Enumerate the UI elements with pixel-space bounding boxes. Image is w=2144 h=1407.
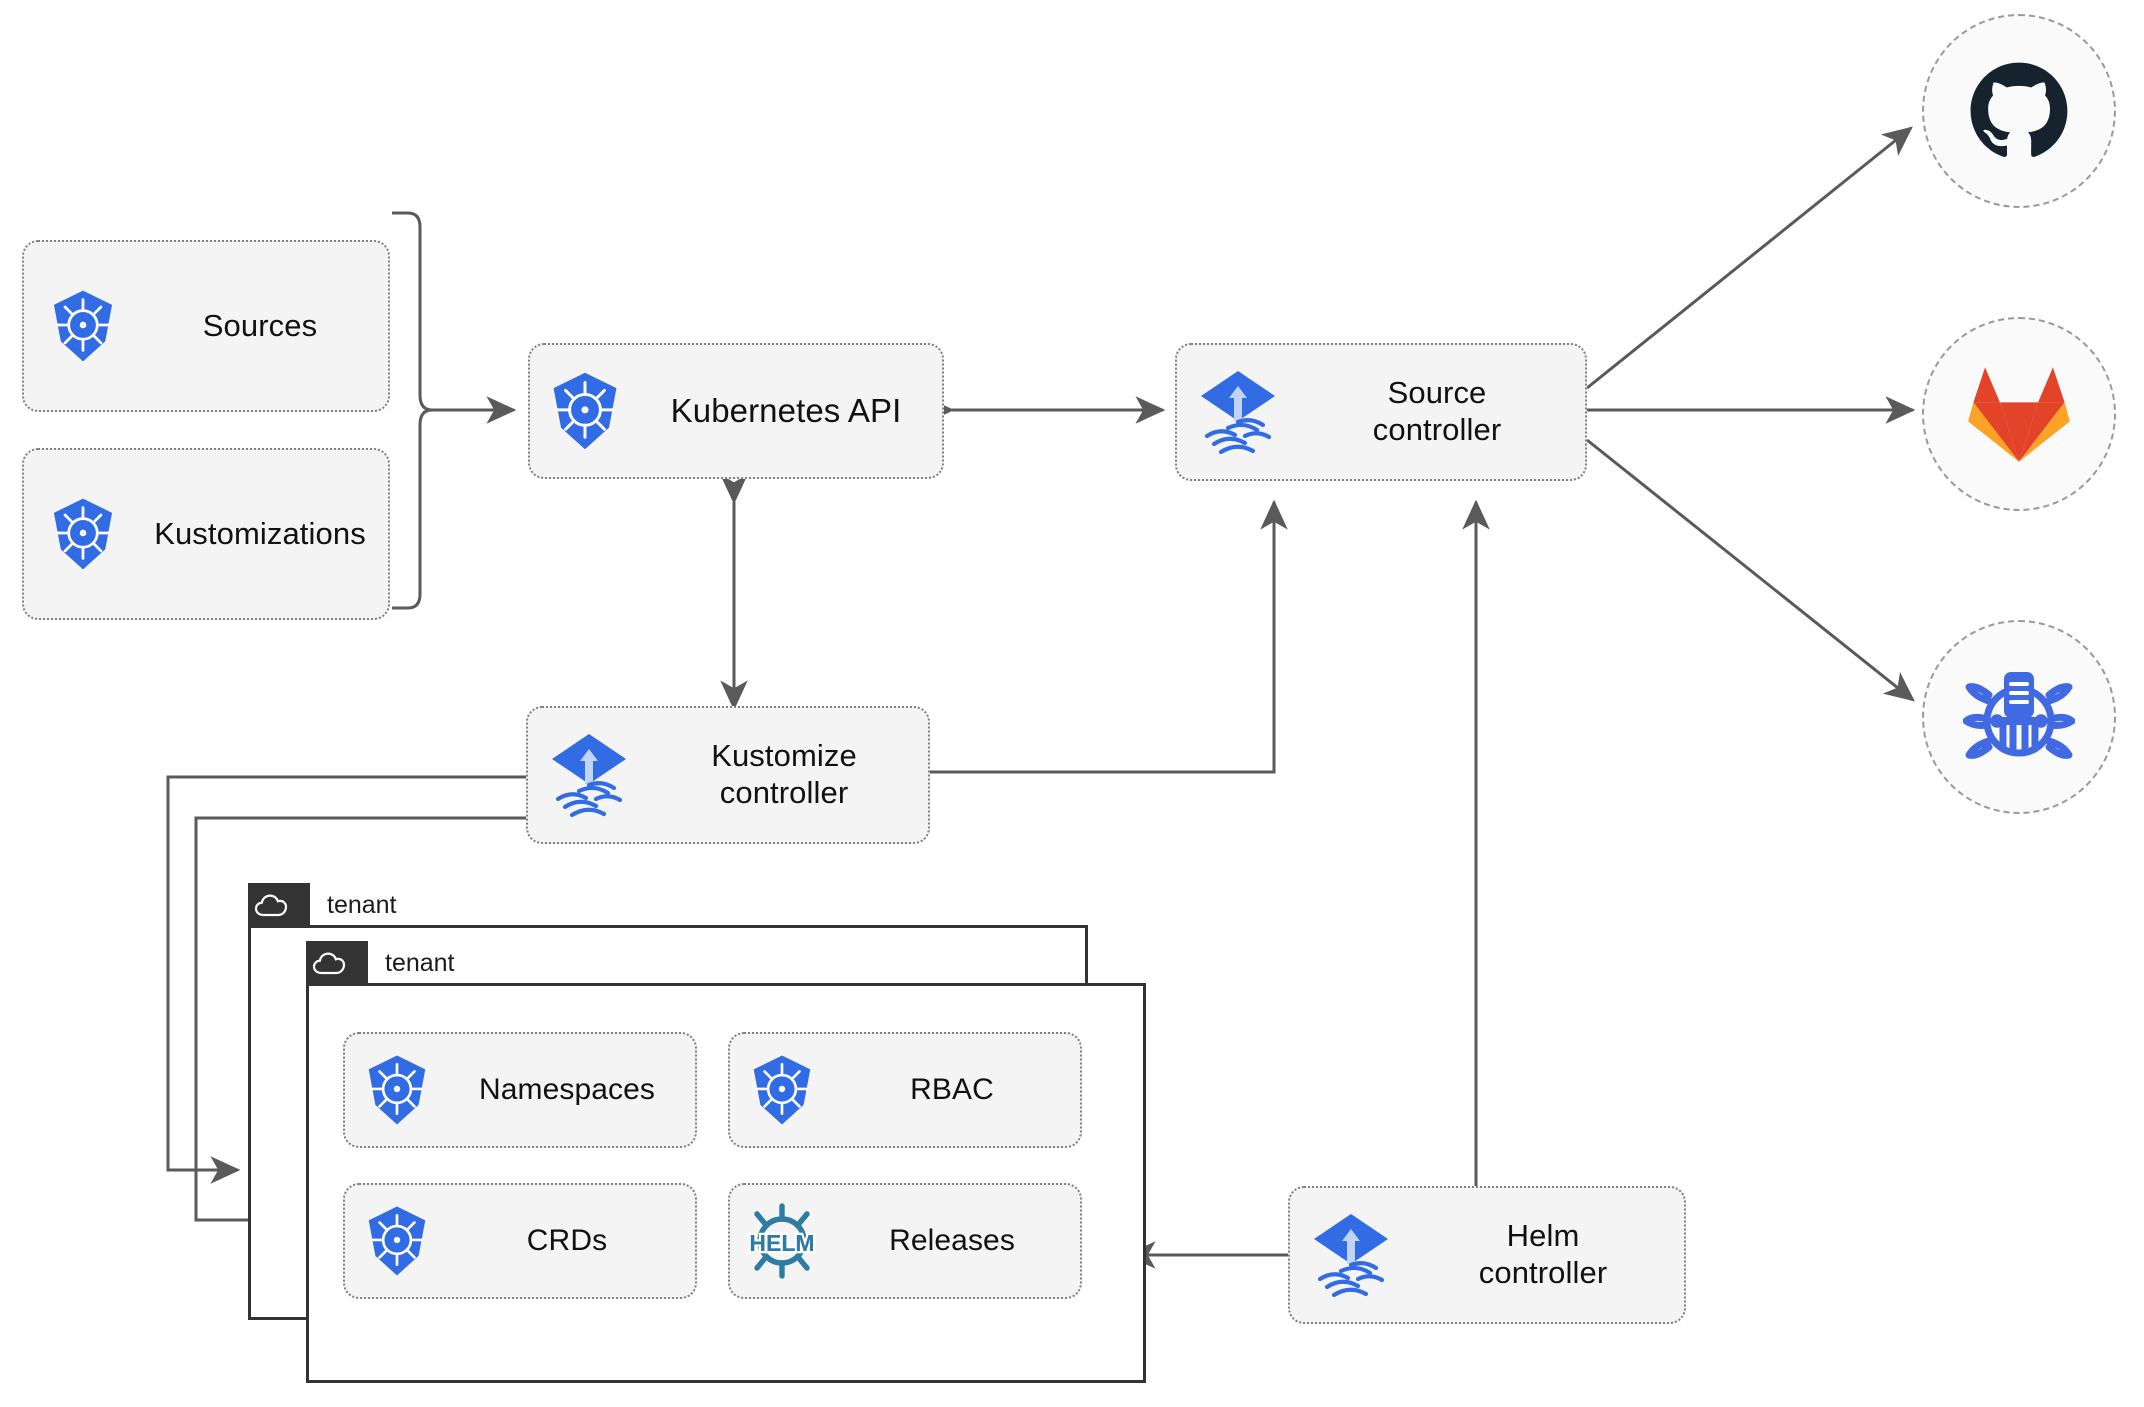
node-helm-controller[interactable]: Helm controller bbox=[1288, 1186, 1686, 1324]
helm-icon: HELM HELM bbox=[730, 1202, 834, 1280]
kubernetes-icon bbox=[24, 289, 142, 363]
flux-icon bbox=[1177, 366, 1299, 458]
endpoint-bucket[interactable] bbox=[1922, 620, 2116, 814]
edge-source-to-github bbox=[1586, 126, 1913, 390]
node-kubernetes-api[interactable]: Kubernetes API bbox=[528, 343, 944, 479]
github-icon bbox=[1970, 62, 2068, 157]
endpoint-github[interactable] bbox=[1922, 14, 2116, 208]
endpoint-gitlab[interactable] bbox=[1922, 317, 2116, 511]
node-sources-label: Sources bbox=[202, 307, 318, 343]
node-rbac-label: RBAC bbox=[910, 1073, 994, 1107]
helm-bucket-icon bbox=[1963, 672, 2075, 759]
node-releases[interactable]: HELM HELM Releases bbox=[728, 1183, 1082, 1299]
kubernetes-icon bbox=[345, 1054, 449, 1126]
node-kustomize-controller[interactable]: Kustomize controller bbox=[526, 706, 930, 844]
cloud-icon bbox=[306, 941, 351, 986]
node-crds[interactable]: CRDs bbox=[343, 1183, 697, 1299]
node-namespaces[interactable]: Namespaces bbox=[343, 1032, 697, 1148]
node-kustomizations-label: Kustomizations bbox=[154, 515, 366, 551]
node-crds-label: CRDs bbox=[526, 1224, 608, 1258]
node-helm-controller-label: Helm controller bbox=[1478, 1218, 1608, 1290]
node-namespaces-label: Namespaces bbox=[478, 1073, 656, 1107]
svg-text:HELM: HELM bbox=[749, 1230, 814, 1256]
node-kubernetes-api-label: Kubernetes API bbox=[670, 391, 902, 429]
tenant-label-back: tenant bbox=[327, 891, 397, 919]
brace-sources-group bbox=[392, 211, 433, 610]
tenant-label-front: tenant bbox=[385, 949, 455, 977]
svg-text:HELM: HELM bbox=[749, 1230, 814, 1256]
flux-icon bbox=[1290, 1209, 1412, 1301]
node-rbac[interactable]: RBAC bbox=[728, 1032, 1082, 1148]
node-source-controller[interactable]: Source controller bbox=[1175, 343, 1587, 481]
node-source-controller-label: Source controller bbox=[1372, 375, 1502, 447]
node-releases-label: Releases bbox=[889, 1224, 1015, 1258]
kubernetes-icon bbox=[530, 371, 640, 451]
cloud-icon bbox=[248, 883, 293, 928]
edge-source-to-bucket bbox=[1586, 438, 1915, 702]
node-sources[interactable]: Sources bbox=[22, 240, 390, 412]
tenant-tab-back bbox=[248, 883, 310, 928]
edge-kustomize-to-tenant-back bbox=[166, 775, 530, 1184]
node-kustomizations[interactable]: Kustomizations bbox=[22, 448, 390, 620]
kubernetes-icon bbox=[730, 1054, 834, 1126]
gitlab-icon bbox=[1968, 367, 2070, 462]
edge-kustomize-to-source bbox=[930, 499, 1288, 774]
edge-kustomize-to-tenant-front bbox=[194, 816, 530, 1234]
flux-icon bbox=[528, 729, 650, 821]
node-kustomize-controller-label: Kustomize controller bbox=[711, 738, 857, 810]
kubernetes-icon bbox=[24, 497, 142, 571]
tenant-tab-front bbox=[306, 941, 368, 986]
kubernetes-icon bbox=[345, 1205, 449, 1277]
